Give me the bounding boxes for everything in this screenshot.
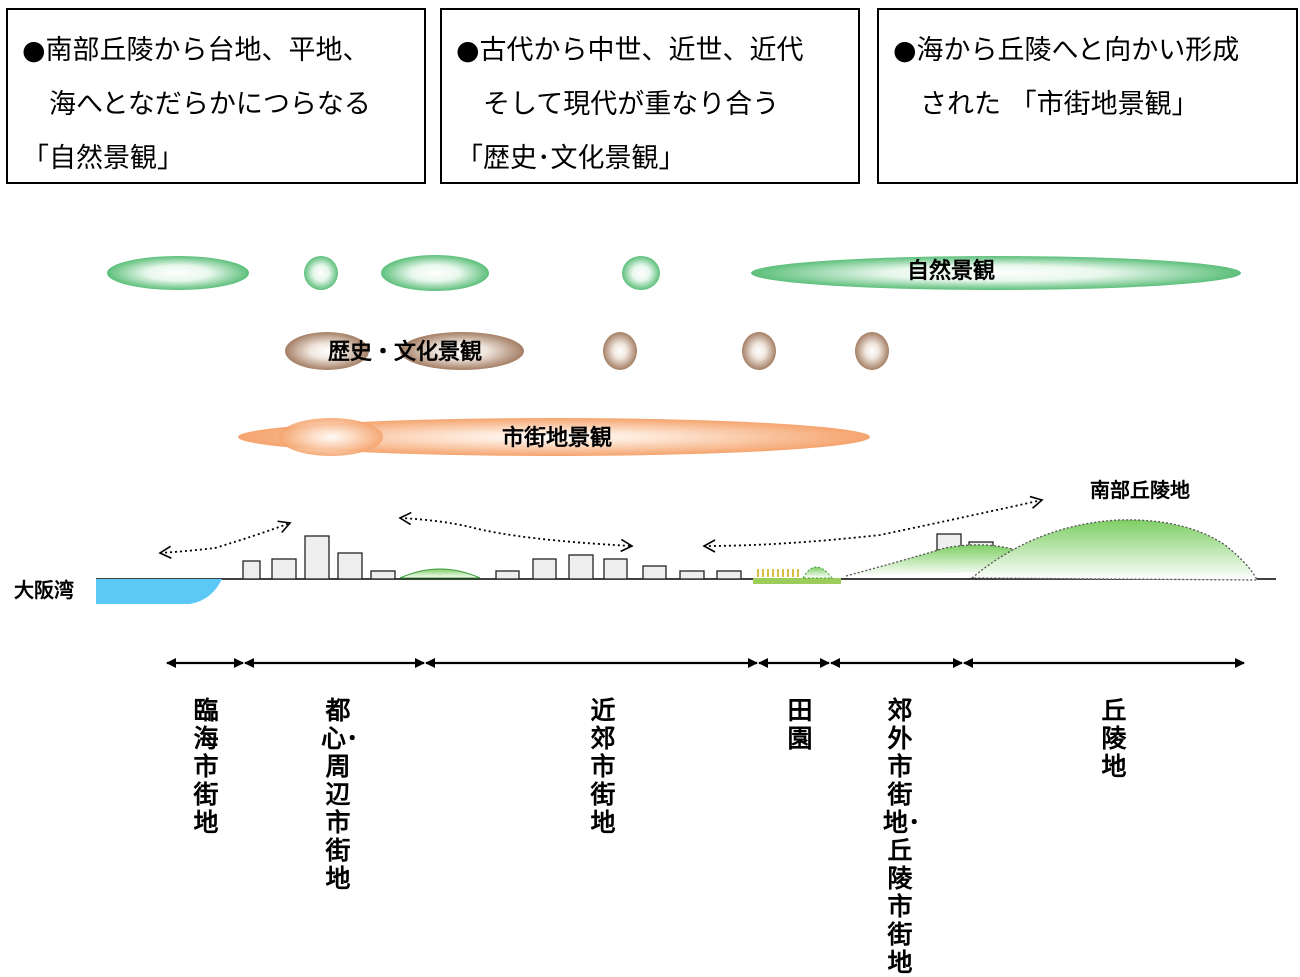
natural-blob-4: [622, 256, 660, 290]
history-blob-1: [285, 332, 369, 370]
urban-blob-core: [279, 418, 383, 456]
southern-hill: [970, 519, 1259, 581]
building: [716, 570, 742, 580]
history-blob-3: [603, 332, 637, 370]
history-culture-description: ●古代から中世、近世、近代 そして現代が重なり合う 「歴史･文化景観」: [456, 35, 804, 174]
history-culture-box: ●古代から中世、近世、近代 そして現代が重なり合う 「歴史･文化景観」: [440, 8, 860, 184]
zone-label-coastal: 臨海市街地: [193, 696, 219, 837]
natural-landscape-box: ●南部丘陵から台地、平地、 海へとなだらかにつらなる 「自然景観」: [6, 8, 426, 184]
dotted-arrow-hills: [702, 495, 1044, 553]
zone-label-hills: 丘陵地: [1101, 696, 1127, 781]
osaka-bay-water: [96, 579, 222, 604]
natural-landscape-description: ●南部丘陵から台地、平地、 海へとなだらかにつらなる 「自然景観」: [22, 35, 371, 174]
natural-blob-3: [381, 255, 489, 291]
building: [304, 535, 330, 580]
history-culture-layer: 歴史・文化景観: [285, 332, 889, 370]
history-culture-label: 歴史・文化景観: [328, 339, 482, 365]
building: [642, 565, 667, 580]
zone-label-inner-suburb: 近郊市街地: [590, 696, 616, 837]
natural-landscape-label: 自然景観: [907, 258, 995, 284]
urban-landscape-label: 市街地景観: [502, 425, 612, 451]
zone-label-rural: 田園: [787, 696, 813, 753]
building: [568, 554, 594, 580]
urban-landscape-layer: 市街地景観: [238, 418, 870, 456]
building: [679, 570, 705, 580]
urban-landscape-description: ●海から丘陵へと向かい形成 された 「市街地景観」: [893, 35, 1240, 120]
urban-blob-main: [238, 418, 870, 456]
history-blob-2: [400, 332, 524, 370]
natural-blob-1: [107, 256, 249, 290]
natural-blob-2: [304, 256, 338, 290]
dotted-arrow-city: [398, 511, 634, 553]
urban-landscape-box: ●海から丘陵へと向かい形成 された 「市街地景観」: [877, 8, 1298, 184]
zone-label-outer-suburb: 郊外市街地･丘陵市街地: [883, 696, 921, 977]
rural-fields: [753, 566, 841, 584]
building: [370, 570, 396, 580]
southern-hills-label: 南部丘陵地: [1090, 478, 1190, 502]
dotted-arrow-coast: [158, 520, 292, 559]
building: [495, 570, 520, 580]
rural-small-hill: [802, 566, 834, 579]
zone-label-downtown: 都心･周辺市街地: [321, 696, 359, 893]
building: [603, 558, 628, 580]
building: [532, 558, 557, 580]
urban-park-hill: [399, 568, 481, 579]
building: [271, 558, 297, 580]
natural-blob-5: [751, 256, 1241, 290]
history-blob-5: [855, 332, 889, 370]
paddy-field: [753, 578, 841, 584]
osaka-bay-label: 大阪湾: [14, 578, 74, 602]
history-blob-4: [742, 332, 776, 370]
building: [242, 560, 261, 580]
natural-landscape-layer: 自然景観: [107, 255, 1241, 291]
building: [337, 552, 363, 580]
